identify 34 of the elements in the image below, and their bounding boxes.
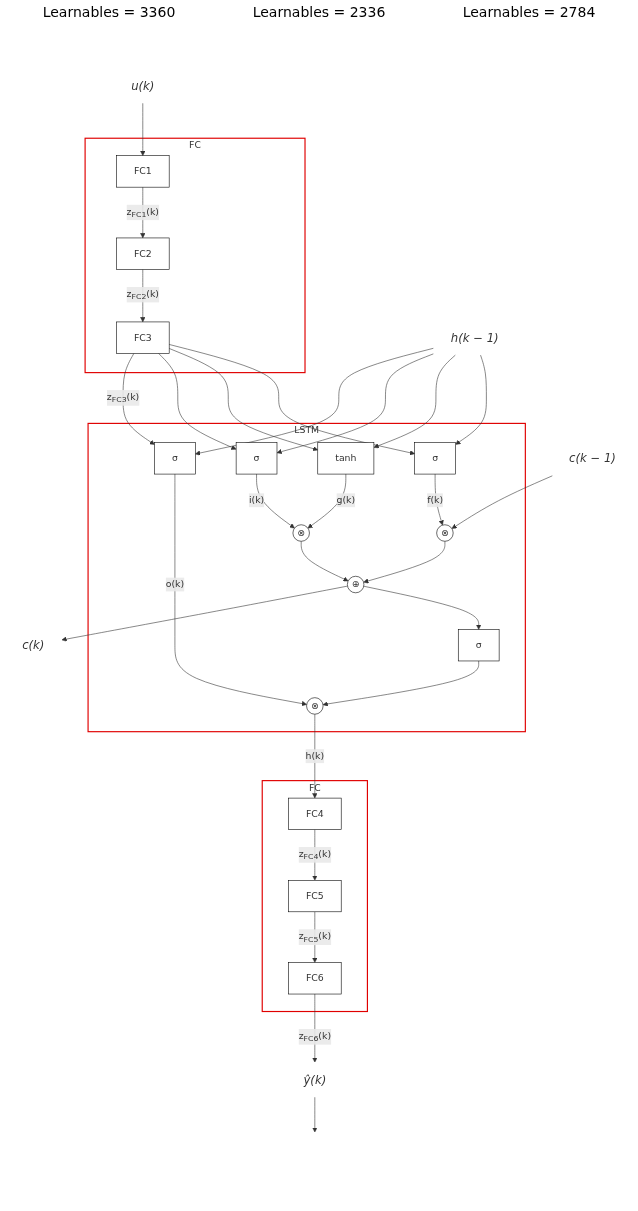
node-box: σ — [457, 629, 500, 662]
node-circle: ⊗ — [436, 524, 454, 542]
edge-label: g(k) — [336, 494, 356, 506]
node-circle: ⊗ — [306, 697, 324, 715]
node-circle: ⊗ — [292, 524, 310, 542]
node-box: σ — [154, 442, 196, 475]
node-text: c(k) — [22, 638, 45, 653]
edge-label: z$_{FC5}$(k) — [298, 930, 332, 944]
edge-label: z$_{FC1}$(k) — [126, 205, 159, 219]
edge-label: z$_{FC4}$(k) — [298, 848, 332, 862]
node-box: σ — [414, 442, 456, 475]
node-box: FC4 — [288, 797, 342, 830]
node-box: FC3 — [116, 321, 170, 354]
edge-label: i(k) — [248, 494, 265, 506]
learnables-note: Learnables = 2784 — [462, 4, 596, 20]
node-box: FC6 — [288, 962, 342, 995]
node-box: tanh — [317, 442, 375, 475]
node-text: c(k − 1) — [569, 451, 616, 466]
node-text: u(k) — [131, 78, 155, 93]
edge-label: h(k) — [305, 750, 325, 762]
node-text: ŷ(k) — [303, 1072, 327, 1087]
node-text: h(k − 1) — [450, 330, 499, 345]
node-box: FC1 — [116, 155, 170, 188]
edge-label: z$_{FC2}$(k) — [126, 288, 159, 301]
edge-label: z$_{FC6}$(k) — [298, 1030, 332, 1044]
learnables-note: Learnables = 3360 — [42, 4, 176, 20]
edge-label: f(k) — [427, 494, 444, 506]
node-circle: ⊕ — [347, 575, 365, 594]
node-box: FC5 — [288, 880, 342, 913]
node-box: σ — [235, 442, 278, 475]
edge-label: o(k) — [165, 578, 185, 590]
node-box: FC2 — [116, 237, 170, 270]
learnables-note: Learnables = 2336 — [252, 4, 386, 20]
edge-label: z$_{FC3}$(k) — [106, 391, 140, 405]
